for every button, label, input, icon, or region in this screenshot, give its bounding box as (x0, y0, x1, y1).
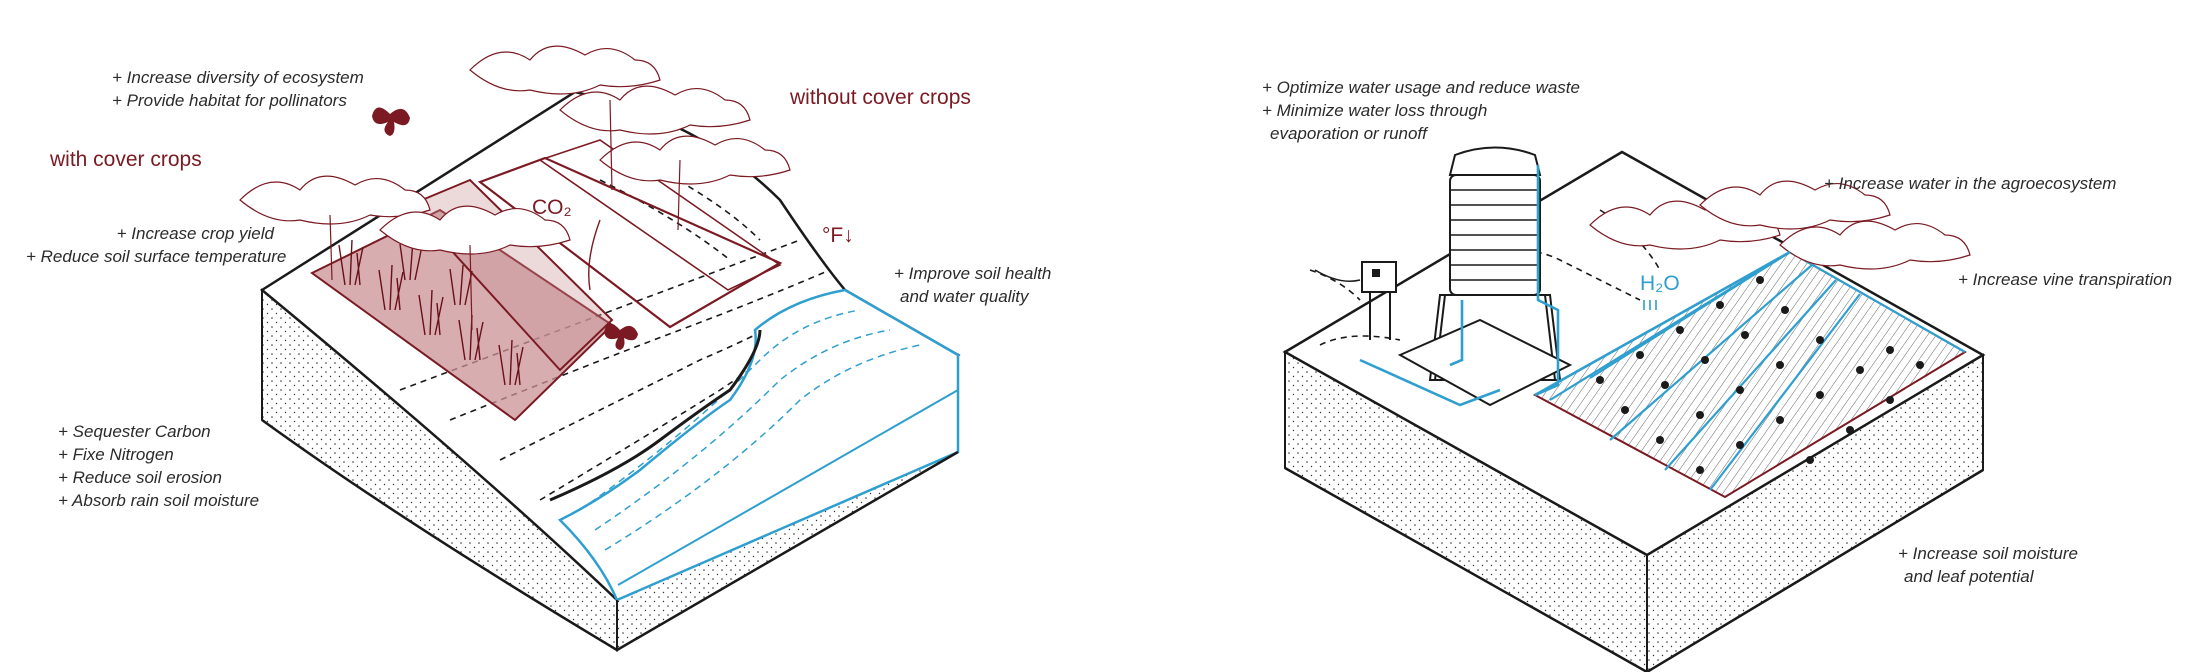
note-line: + Provide habitat for pollinators (112, 91, 347, 110)
note-line: + Minimize water loss through (1262, 101, 1488, 120)
note-line: + Increase soil moisture (1898, 544, 2078, 563)
left-soil-block (239, 45, 961, 652)
h2o-drip-marks (1643, 300, 1657, 310)
no-cover-plot (477, 156, 783, 329)
tree-icon (469, 45, 791, 231)
left-block-edge-bottom (261, 418, 959, 652)
note-line: + Increase diversity of ecosystem (112, 68, 364, 87)
co2-label: CO₂ (532, 196, 572, 219)
no-cover-plot-inner (538, 139, 782, 291)
butterfly-icon (604, 323, 638, 350)
heading-without-cover-crops: without cover crops (790, 86, 971, 109)
grass-tufts (338, 239, 524, 386)
irrigation-pipes (1359, 165, 1791, 407)
note-water-usage: + Optimize water usage and reduce waste … (1262, 76, 1580, 145)
butterfly-icon (372, 107, 410, 136)
note-soil-moisture: + Increase soil moisture and leaf potent… (1898, 542, 2078, 588)
note-line: + Optimize water usage and reduce waste (1262, 78, 1580, 97)
note-line: + Reduce soil erosion (58, 468, 222, 487)
note-line: evaporation or runoff (1270, 124, 1427, 143)
note-vine-transpiration: + Increase vine transpiration (1958, 268, 2172, 291)
water-surface (617, 389, 959, 586)
co2-arrow (588, 219, 601, 291)
note-line: + Reduce soil surface temperature (26, 247, 287, 266)
note-biodiversity: + Increase diversity of ecosystem + Prov… (112, 66, 364, 112)
note-line: and leaf potential (1904, 567, 2034, 586)
note-line: + Fixe Nitrogen (58, 445, 174, 464)
tree-icon (239, 175, 431, 281)
note-line: + Increase water in the agroecosystem (1824, 174, 2117, 193)
heading-with-cover-crops: with cover crops (50, 148, 202, 171)
tank-platform (1397, 318, 1573, 407)
right-soil-block (1282, 146, 1986, 672)
note-line: + Sequester Carbon (58, 422, 211, 441)
water-tank-icon (1428, 146, 1562, 381)
pump-icon (1361, 261, 1397, 340)
note-crop-yield: + Increase crop yield + Reduce soil surf… (26, 222, 287, 268)
note-agroecosystem: + Increase water in the agroecosystem (1824, 172, 2116, 195)
power-line (1314, 269, 1361, 283)
shoreline (549, 329, 762, 502)
note-carbon: + Sequester Carbon + Fixe Nitrogen + Red… (58, 420, 259, 512)
note-line: + Improve soil health (894, 264, 1052, 283)
note-line: + Increase crop yield (116, 224, 274, 243)
water-ripples (579, 309, 921, 551)
note-soil-health: + Improve soil health and water quality (894, 262, 1051, 308)
note-line: + Absorb rain soil moisture (58, 491, 260, 510)
h2o-label: H₂O (1640, 272, 1680, 295)
temperature-label: °F↓ (822, 224, 854, 247)
tree-icon (379, 205, 571, 331)
tree-icon (1589, 180, 1971, 270)
note-line: + Increase vine transpiration (1958, 270, 2173, 289)
vine-icon (1596, 276, 1924, 474)
right-block-edge-bottom (1284, 466, 1984, 672)
drip-lines (1549, 251, 1966, 491)
note-line: and water quality (900, 287, 1029, 306)
